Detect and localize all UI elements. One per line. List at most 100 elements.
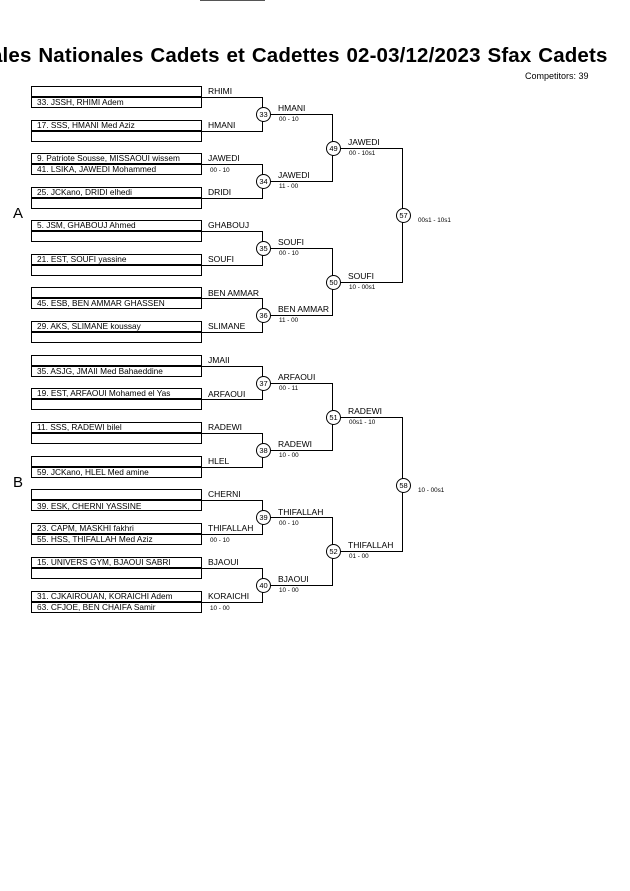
bracket-line	[201, 231, 262, 232]
entry-box	[31, 120, 202, 131]
round1-label: DRIDI	[208, 187, 232, 197]
round1-score: 10 - 00	[210, 605, 230, 612]
match-winner: JAWEDI	[348, 137, 380, 147]
entry-box	[31, 366, 202, 377]
competitor-name: 45. ESB, BEN AMMAR GHASSEN	[37, 298, 165, 308]
bracket-line	[332, 551, 402, 552]
entry-box	[31, 456, 202, 467]
competitor-name: 59. JCKano, HLEL Med amine	[37, 467, 149, 477]
round1-label: HMANI	[208, 120, 236, 130]
round1-label: RADEWI	[208, 422, 242, 432]
bracket-line	[262, 315, 332, 316]
entry-box	[31, 265, 202, 276]
bracket-line	[262, 585, 332, 586]
entry-box	[31, 198, 202, 209]
entry-box	[31, 388, 202, 399]
round1-label: SOUFI	[208, 254, 234, 264]
pool-label-a: A	[13, 205, 24, 222]
bracket-line	[201, 534, 262, 535]
entry-pair	[31, 287, 202, 309]
match-score: 00 - 10	[279, 250, 299, 257]
competitor-name: 39. ESK, CHERNI YASSINE	[37, 501, 142, 511]
match-score: 10 - 00	[279, 452, 299, 459]
entry-box	[31, 97, 202, 108]
round1-label: RHIMI	[208, 86, 233, 96]
match-score: 00 - 11	[279, 385, 299, 392]
competitor-name: 11. SSS, RADEWI bilel	[37, 422, 122, 432]
match-score: 11 - 00	[279, 183, 299, 190]
bracket-line	[262, 517, 332, 518]
competitor-name: 35. ASJG, JMAII Med Bahaeddine	[37, 366, 163, 376]
bracket-line	[201, 366, 262, 367]
match-winner: BEN AMMAR	[278, 304, 330, 314]
match-number: 51	[326, 410, 341, 425]
bracket-line	[201, 265, 262, 266]
top-divider	[200, 0, 265, 1]
match-number: 40	[256, 578, 271, 593]
entry-box	[31, 399, 202, 410]
entry-pair	[31, 489, 202, 511]
round1-label: SLIMANE	[208, 321, 246, 331]
competitors-count: Competitors: 39	[525, 71, 589, 81]
match-winner: SOUFI	[278, 237, 304, 247]
round1-label: JMAII	[208, 355, 230, 365]
entry-box	[31, 220, 202, 231]
competitor-name: 17. SSS, HMANI Med Aziz	[37, 120, 135, 130]
bracket-line	[201, 399, 262, 400]
bracket-line	[201, 131, 262, 132]
competitor-name: 5. JSM, GHABOUJ Ahmed	[37, 220, 136, 230]
entry-box	[31, 489, 202, 500]
match-winner: THIFALLAH	[348, 540, 394, 550]
match-winner: SOUFI	[348, 271, 374, 281]
match-winner: THIFALLAH	[278, 507, 324, 517]
bracket-line	[262, 181, 332, 182]
bracket-line	[201, 467, 262, 468]
bracket-line	[201, 164, 262, 165]
competitor-name: 25. JCKano, DRIDI elhedi	[37, 187, 133, 197]
round1-label: JAWEDI	[208, 153, 240, 163]
entry-pair	[31, 456, 202, 478]
entry-pair	[31, 254, 202, 276]
match-winner: ARFAOUI	[278, 372, 316, 382]
entry-pair	[31, 388, 202, 410]
match-number: 38	[256, 443, 271, 458]
match-number: 57	[396, 208, 411, 223]
pool-label-b: B	[13, 474, 24, 491]
round1-label: BJAOUI	[208, 557, 239, 567]
round1-label: BEN AMMAR	[208, 288, 260, 298]
bracket-line	[262, 450, 332, 451]
entry-box	[31, 321, 202, 332]
match-number: 35	[256, 241, 271, 256]
competitor-name: 23. CAPM, MASKHI fakhri	[37, 523, 134, 533]
entry-box	[31, 287, 202, 298]
entry-pair	[31, 422, 202, 444]
entry-box	[31, 187, 202, 198]
bracket-line	[201, 433, 262, 434]
bracket-line	[201, 568, 262, 569]
entry-box	[31, 254, 202, 265]
entry-box	[31, 591, 202, 602]
competitor-name: 41. LSIKA, JAWEDI Mohammed	[37, 164, 157, 174]
bracket-line	[201, 298, 262, 299]
entry-box	[31, 433, 202, 444]
bracket-line	[332, 148, 402, 149]
entry-box	[31, 568, 202, 579]
page-title: ales Nationales Cadets et Cadettes 02-03…	[0, 44, 608, 67]
entry-pair	[31, 523, 202, 545]
competitor-name: 21. EST, SOUFI yassine	[37, 254, 127, 264]
entry-pair	[31, 355, 202, 377]
entry-pair	[31, 187, 202, 209]
entry-box	[31, 534, 202, 545]
competitor-name: 19. EST, ARFAOUI Mohamed el Yas	[37, 388, 171, 398]
bracket-line	[262, 114, 332, 115]
round1-label: ARFAOUI	[208, 389, 246, 399]
match-number: 52	[326, 544, 341, 559]
entry-box	[31, 298, 202, 309]
entry-box	[31, 332, 202, 343]
match-score: 00s1 - 10	[349, 419, 376, 426]
bracket-line	[262, 383, 332, 384]
entry-pair	[31, 86, 202, 108]
match-winner: RADEWI	[278, 439, 312, 449]
match-number: 39	[256, 510, 271, 525]
bracket-line	[332, 417, 402, 418]
